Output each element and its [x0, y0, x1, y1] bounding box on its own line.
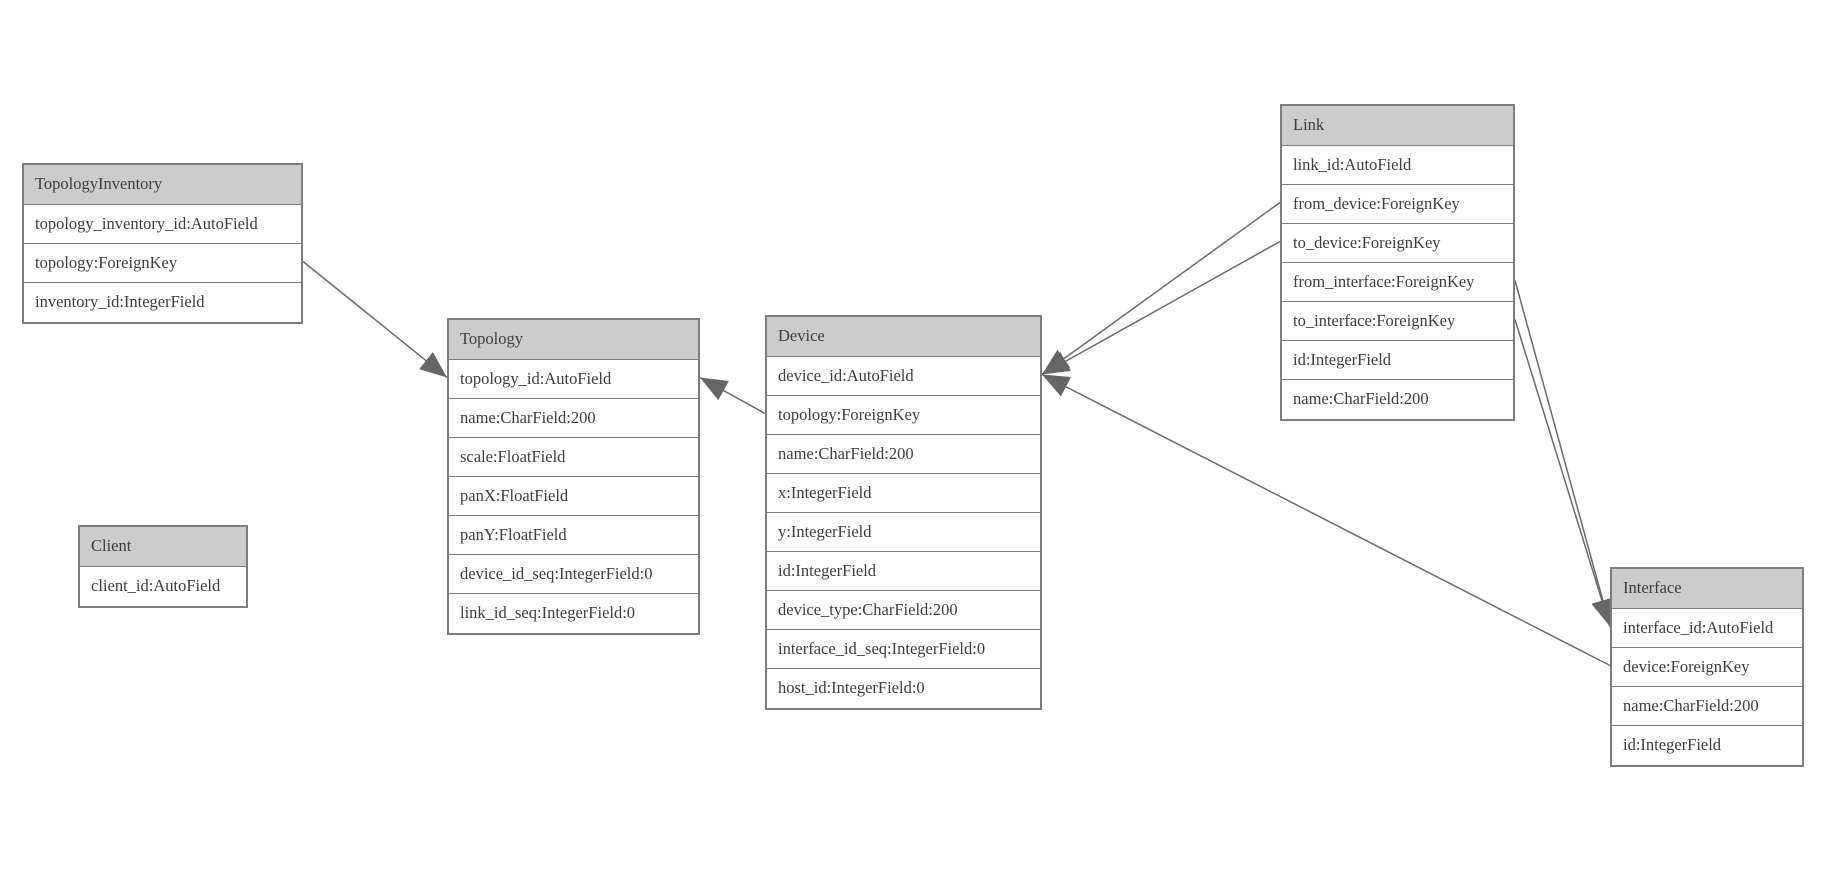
relation-line-link-from_interface-to-interface: [1514, 280, 1614, 627]
relation-line-device-topology-to-topology: [699, 376, 766, 415]
field-row-interface_id: interface_id:AutoField: [1612, 609, 1802, 648]
field-row-panY: panY:FloatField: [449, 516, 698, 555]
field-row-device_id: device_id:AutoField: [767, 357, 1040, 396]
field-row-topology_inventory_id: topology_inventory_id:AutoField: [24, 205, 301, 244]
table-title: Interface: [1612, 569, 1802, 609]
field-row-topology_id: topology_id:AutoField: [449, 360, 698, 399]
field-row-scale: scale:FloatField: [449, 438, 698, 477]
field-row-name: name:CharField:200: [1282, 380, 1513, 419]
field-row-to_device: to_device:ForeignKey: [1282, 224, 1513, 263]
field-row-topology: topology:ForeignKey: [24, 244, 301, 283]
field-row-from_device: from_device:ForeignKey: [1282, 185, 1513, 224]
field-row-id: id:IntegerField: [1282, 341, 1513, 380]
table-title: Topology: [449, 320, 698, 360]
field-row-y: y:IntegerField: [767, 513, 1040, 552]
field-row-name: name:CharField:200: [1612, 687, 1802, 726]
relation-line-link-to_interface-to-interface: [1514, 319, 1613, 627]
field-row-from_interface: from_interface:ForeignKey: [1282, 263, 1513, 302]
field-row-name: name:CharField:200: [449, 399, 698, 438]
field-row-device: device:ForeignKey: [1612, 648, 1802, 687]
field-row-device_type: device_type:CharField:200: [767, 591, 1040, 630]
field-row-link_id_seq: link_id_seq:IntegerField:0: [449, 594, 698, 633]
field-row-x: x:IntegerField: [767, 474, 1040, 513]
relation-line-link-to_device-to-device: [1041, 240, 1281, 376]
relation-line-link-from_device-to-device: [1041, 201, 1281, 376]
field-row-client_id: client_id:AutoField: [80, 567, 246, 606]
relation-line-topologyinventory-topology-to-topology: [302, 260, 448, 379]
field-row-host_id: host_id:IntegerField:0: [767, 669, 1040, 708]
table-title: TopologyInventory: [24, 165, 301, 205]
table-title: Device: [767, 317, 1040, 357]
field-row-interface_id_seq: interface_id_seq:IntegerField:0: [767, 630, 1040, 669]
field-row-id: id:IntegerField: [767, 552, 1040, 591]
field-row-topology: topology:ForeignKey: [767, 396, 1040, 435]
field-row-inventory_id: inventory_id:IntegerField: [24, 283, 301, 322]
table-title: Client: [80, 527, 246, 567]
field-row-name: name:CharField:200: [767, 435, 1040, 474]
field-row-link_id: link_id:AutoField: [1282, 146, 1513, 185]
field-row-to_interface: to_interface:ForeignKey: [1282, 302, 1513, 341]
field-row-panX: panX:FloatField: [449, 477, 698, 516]
relation-line-interface-device-to-device: [1041, 373, 1611, 667]
field-row-device_id_seq: device_id_seq:IntegerField:0: [449, 555, 698, 594]
field-row-id: id:IntegerField: [1612, 726, 1802, 765]
table-title: Link: [1282, 106, 1513, 146]
